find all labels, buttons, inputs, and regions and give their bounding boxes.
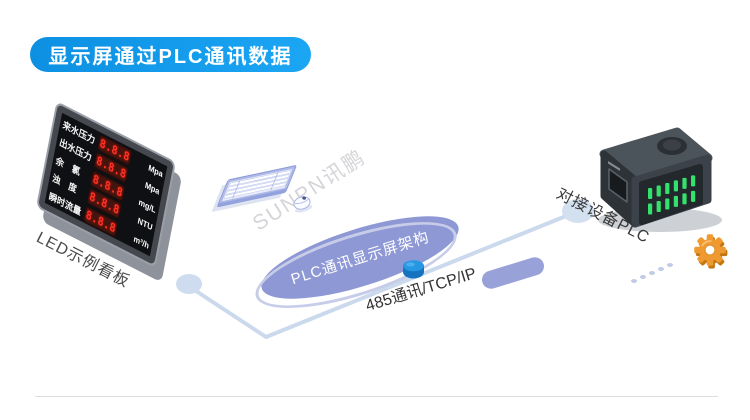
gear-icon	[694, 234, 728, 269]
bottom-divider	[35, 396, 718, 397]
connector-path	[194, 210, 578, 339]
title-banner: 显示屏通过PLC通讯数据	[30, 37, 311, 72]
keyboard-icon	[212, 165, 313, 213]
mouse-icon	[293, 196, 313, 213]
dots-trail-icon	[631, 263, 673, 283]
plc-device-icon	[598, 127, 722, 232]
plc-led-bars	[648, 175, 696, 215]
blue-dot-icon	[403, 260, 424, 279]
left-node-icon	[176, 274, 202, 294]
right-node-icon	[562, 199, 594, 223]
